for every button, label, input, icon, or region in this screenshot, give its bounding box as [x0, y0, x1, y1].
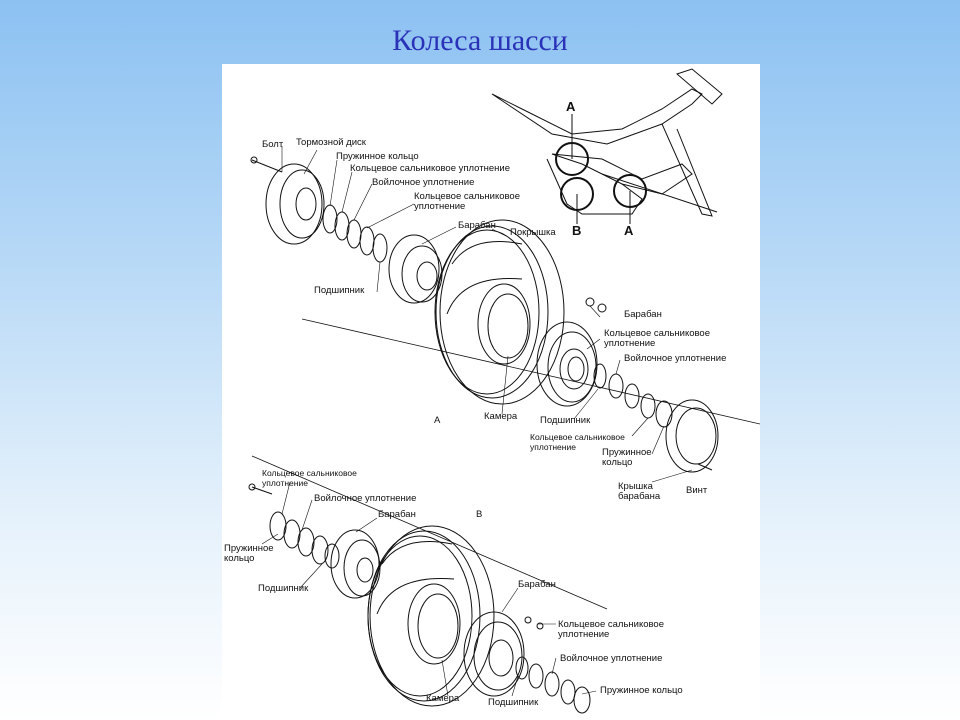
label-bolt: Болт [262, 139, 284, 150]
view-a-exploded-parts [250, 156, 719, 473]
label-b-spring-ring: Пружинное кольцо [224, 543, 274, 564]
label-b-drum-right: Барабан [518, 579, 556, 590]
aircraft-mark-a-top: A [566, 99, 576, 114]
aircraft-sketch [491, 68, 723, 224]
label-oil-seal-bottom: Кольцевое сальниковое уплотнение [530, 432, 625, 452]
view-a-baseline [301, 318, 760, 425]
aircraft-mark-a-right: A [624, 223, 634, 238]
label-brake-disc: Тормозной диск [296, 137, 366, 148]
label-drum: Барабан [458, 220, 496, 231]
label-tube: Камера [484, 411, 518, 422]
label-felt-seal-right: Войлочное уплотнение [624, 353, 727, 364]
view-a-leader-lines [281, 146, 693, 483]
aircraft-mark-b: B [572, 223, 582, 238]
label-spring-ring: Пружинное кольцо [336, 151, 419, 162]
label-b-bearing-bottom: Подшипник [488, 697, 539, 708]
label-spring-ring-bottom: Пружинное кольцо [602, 447, 652, 468]
label-b-felt-seal-right: Войлочное уплотнение [560, 653, 663, 664]
view-a-tag: A [434, 415, 441, 426]
view-b-tag: B [476, 509, 483, 520]
slide-title: Колеса шасси [392, 24, 568, 57]
label-tire: Покрышка [510, 227, 556, 238]
label-b-tube: Камера [426, 693, 460, 704]
label-b-oil-seal-right: Кольцевое сальниковое уплотнение [558, 619, 664, 640]
view-b-leader-lines [261, 481, 597, 697]
label-screw: Винт [686, 485, 708, 496]
view-b-exploded-parts [248, 483, 591, 714]
label-drum-right: Барабан [624, 309, 662, 320]
label-felt-seal: Войлочное уплотнение [372, 177, 475, 188]
label-oil-seal-right: Кольцевое сальниковое уплотнение [604, 328, 710, 349]
label-b-drum: Барабан [378, 509, 416, 520]
diagram-panel: A B A A B Болт Тормозной диск Пружинное … [222, 64, 760, 720]
label-b-spring-ring-right: Пружинное кольцо [600, 685, 683, 696]
label-drum-cover: Крышка барабана [618, 481, 661, 502]
view-b-baseline [251, 455, 608, 610]
label-oil-seal-1: Кольцевое сальниковое уплотнение [350, 163, 510, 174]
label-b-bearing: Подшипник [258, 583, 309, 594]
label-bearing: Подшипник [314, 285, 365, 296]
label-b-oil-seal: Кольцевое сальниковое уплотнение [262, 468, 357, 488]
exploded-wheel-diagram [248, 68, 760, 714]
label-b-felt-seal: Войлочное уплотнение [314, 493, 417, 504]
label-bearing-bottom: Подшипник [540, 415, 591, 426]
label-oil-seal-2: Кольцевое сальниковое уплотнение [414, 191, 520, 212]
